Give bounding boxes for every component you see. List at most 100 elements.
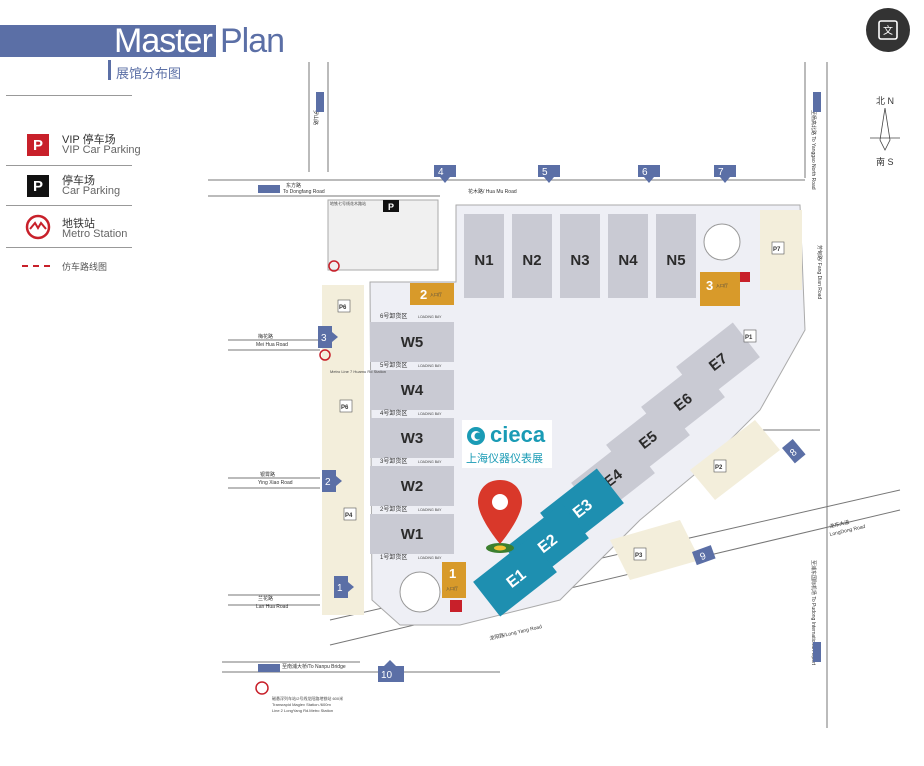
- hall-w5[interactable]: [370, 322, 454, 362]
- svg-text:8: 8: [788, 447, 800, 459]
- hall-n4[interactable]: [608, 214, 648, 298]
- gate-5[interactable]: 5: [538, 165, 560, 183]
- hall-n3[interactable]: [560, 214, 600, 298]
- entrance-2-zh: 入口厅: [430, 292, 442, 297]
- svg-text:9: 9: [699, 551, 708, 563]
- legend-car-zh: 停车场: [62, 175, 95, 187]
- maglev-note-line2: Line 2 LongYang Rd.Metro Station: [272, 708, 333, 713]
- entrance-halls: 2 入口厅 3 入口厅 1 入口厅: [410, 272, 750, 612]
- maglev-note-zh: 磁悬浮列车站/2号线龙阳路地铁站 600米: [272, 695, 343, 701]
- parking-p7[interactable]: [771, 241, 785, 255]
- page-title-master: Master: [114, 22, 213, 60]
- road-nanpu: 至南浦大桥/To Nanpu Bridge: [282, 663, 346, 670]
- loading-label: 5号卸货区: [380, 361, 407, 369]
- hall-n5[interactable]: [656, 214, 696, 298]
- hall-w1[interactable]: [370, 514, 454, 554]
- parking-icon-top-label: P: [388, 202, 394, 212]
- legend-metro-zh: 地铁站: [62, 218, 95, 230]
- road-luoshan: 罗山路: [312, 110, 319, 125]
- road-dongfang: 东方路: [286, 182, 301, 189]
- entrance-2-number: 2: [420, 287, 427, 302]
- brand-box[interactable]: cieca 上海仪器仪表展: [462, 420, 552, 468]
- parking-area-p2: [690, 420, 780, 500]
- parking-p5[interactable]: [339, 399, 353, 413]
- gate-1-west[interactable]: 1: [334, 576, 354, 598]
- parking-p3[interactable]: [633, 547, 647, 561]
- south-plaza: [399, 571, 441, 613]
- parking-markers: P6 P6 P4 P7 P1 P2 P3: [337, 241, 785, 561]
- road-labels: 东方路 To Dongfang Road 花木路/ Hua Mu Road 梅花…: [256, 110, 866, 713]
- compass-needle: [879, 107, 891, 151]
- parking-area-p3: [610, 520, 700, 580]
- hall-e1[interactable]: [473, 537, 557, 617]
- svg-text:P4: P4: [345, 513, 353, 519]
- metro-note: 地铁七号线花木路站: [330, 200, 366, 206]
- arrow-north-luoshan: [316, 92, 324, 112]
- road-longyang: 龙阳路/Long Yang Road: [489, 623, 543, 642]
- loading-bay-en: LOADING BAY: [418, 315, 442, 319]
- road-yinxiao: 银霄路: [260, 471, 275, 478]
- svg-text:P6: P6: [341, 405, 349, 411]
- road-meihua-en: Mei Hua Road: [256, 342, 288, 348]
- entrance-hall-3[interactable]: [700, 272, 740, 306]
- entrance-1-zh: 入口厅: [446, 586, 458, 591]
- entrance-hall-1[interactable]: [442, 562, 466, 598]
- parking-p4[interactable]: [343, 507, 357, 521]
- entrance-1-number: 1: [449, 566, 456, 581]
- hall-w4[interactable]: [370, 370, 454, 410]
- car-parking-icon: P: [27, 175, 49, 197]
- parking-p2[interactable]: [713, 459, 727, 473]
- hall-n5-label: N5: [666, 252, 685, 269]
- loading-label: 2号卸货区: [380, 505, 407, 513]
- road-yanggao: 至杨高北路 To Yanggao North Road: [810, 110, 817, 190]
- vip-parking-icon: [450, 600, 462, 612]
- arrow-west-nanpu: [258, 664, 280, 672]
- gate-3-west[interactable]: 3: [318, 326, 338, 348]
- hall-n2[interactable]: [512, 214, 552, 298]
- svg-text:P7: P7: [773, 247, 781, 253]
- loading-label: 4号卸货区: [380, 409, 407, 417]
- brand-zh: 上海仪器仪表展: [466, 453, 543, 465]
- hall-w3[interactable]: [370, 418, 454, 458]
- hall-w2-label: W2: [401, 478, 424, 495]
- loading-label: 1号卸货区: [380, 553, 407, 561]
- hall-n4-label: N4: [618, 252, 638, 269]
- parking-p6-a[interactable]: [337, 299, 351, 313]
- entrance-hall-2[interactable]: [410, 283, 454, 305]
- legend-car-en: Car Parking: [62, 185, 121, 197]
- translate-button[interactable]: 文: [866, 8, 910, 52]
- svg-text:3: 3: [321, 333, 327, 344]
- hall-w1-label: W1: [401, 526, 424, 543]
- svg-text:P6: P6: [339, 305, 347, 311]
- legend-divider: [6, 247, 132, 248]
- gate-4[interactable]: 4: [434, 165, 456, 183]
- gate-8[interactable]: 8: [782, 439, 806, 464]
- svg-text:1: 1: [337, 583, 343, 594]
- gate-6[interactable]: 6: [638, 165, 660, 183]
- road-fangdian: 芳甸路/ Fang Dian Road: [816, 245, 823, 299]
- legend-vip-zh: VIP 停车场: [62, 134, 116, 146]
- vip-parking-icon: [740, 272, 750, 282]
- hall-w2[interactable]: [370, 466, 454, 506]
- gate-2-west[interactable]: 2: [322, 470, 342, 492]
- cieca-logo-icon: [467, 427, 485, 445]
- metro-icons: [255, 260, 340, 695]
- parking-p1[interactable]: [743, 329, 757, 343]
- loading-bay-en: LOADING BAY: [418, 412, 442, 416]
- header-bar: [0, 25, 216, 57]
- gate-9[interactable]: 9: [692, 545, 716, 566]
- location-pin-icon[interactable]: [470, 478, 530, 556]
- north-halls: N1 N2 N3 N4 N5: [464, 214, 696, 298]
- legend-divider: [6, 165, 132, 166]
- entrance-3-number: 3: [706, 278, 713, 293]
- svg-text:4: 4: [438, 167, 444, 178]
- gate-7[interactable]: 7: [714, 165, 736, 183]
- road-dongfang-en: To Dongfang Road: [283, 189, 325, 195]
- metro-icon: [255, 681, 269, 695]
- gate-10[interactable]: 10: [378, 660, 404, 682]
- entrance-3-zh: 入口厅: [716, 283, 728, 288]
- hall-n1[interactable]: [464, 214, 504, 298]
- svg-text:10: 10: [381, 670, 393, 681]
- svg-text:7: 7: [718, 167, 724, 178]
